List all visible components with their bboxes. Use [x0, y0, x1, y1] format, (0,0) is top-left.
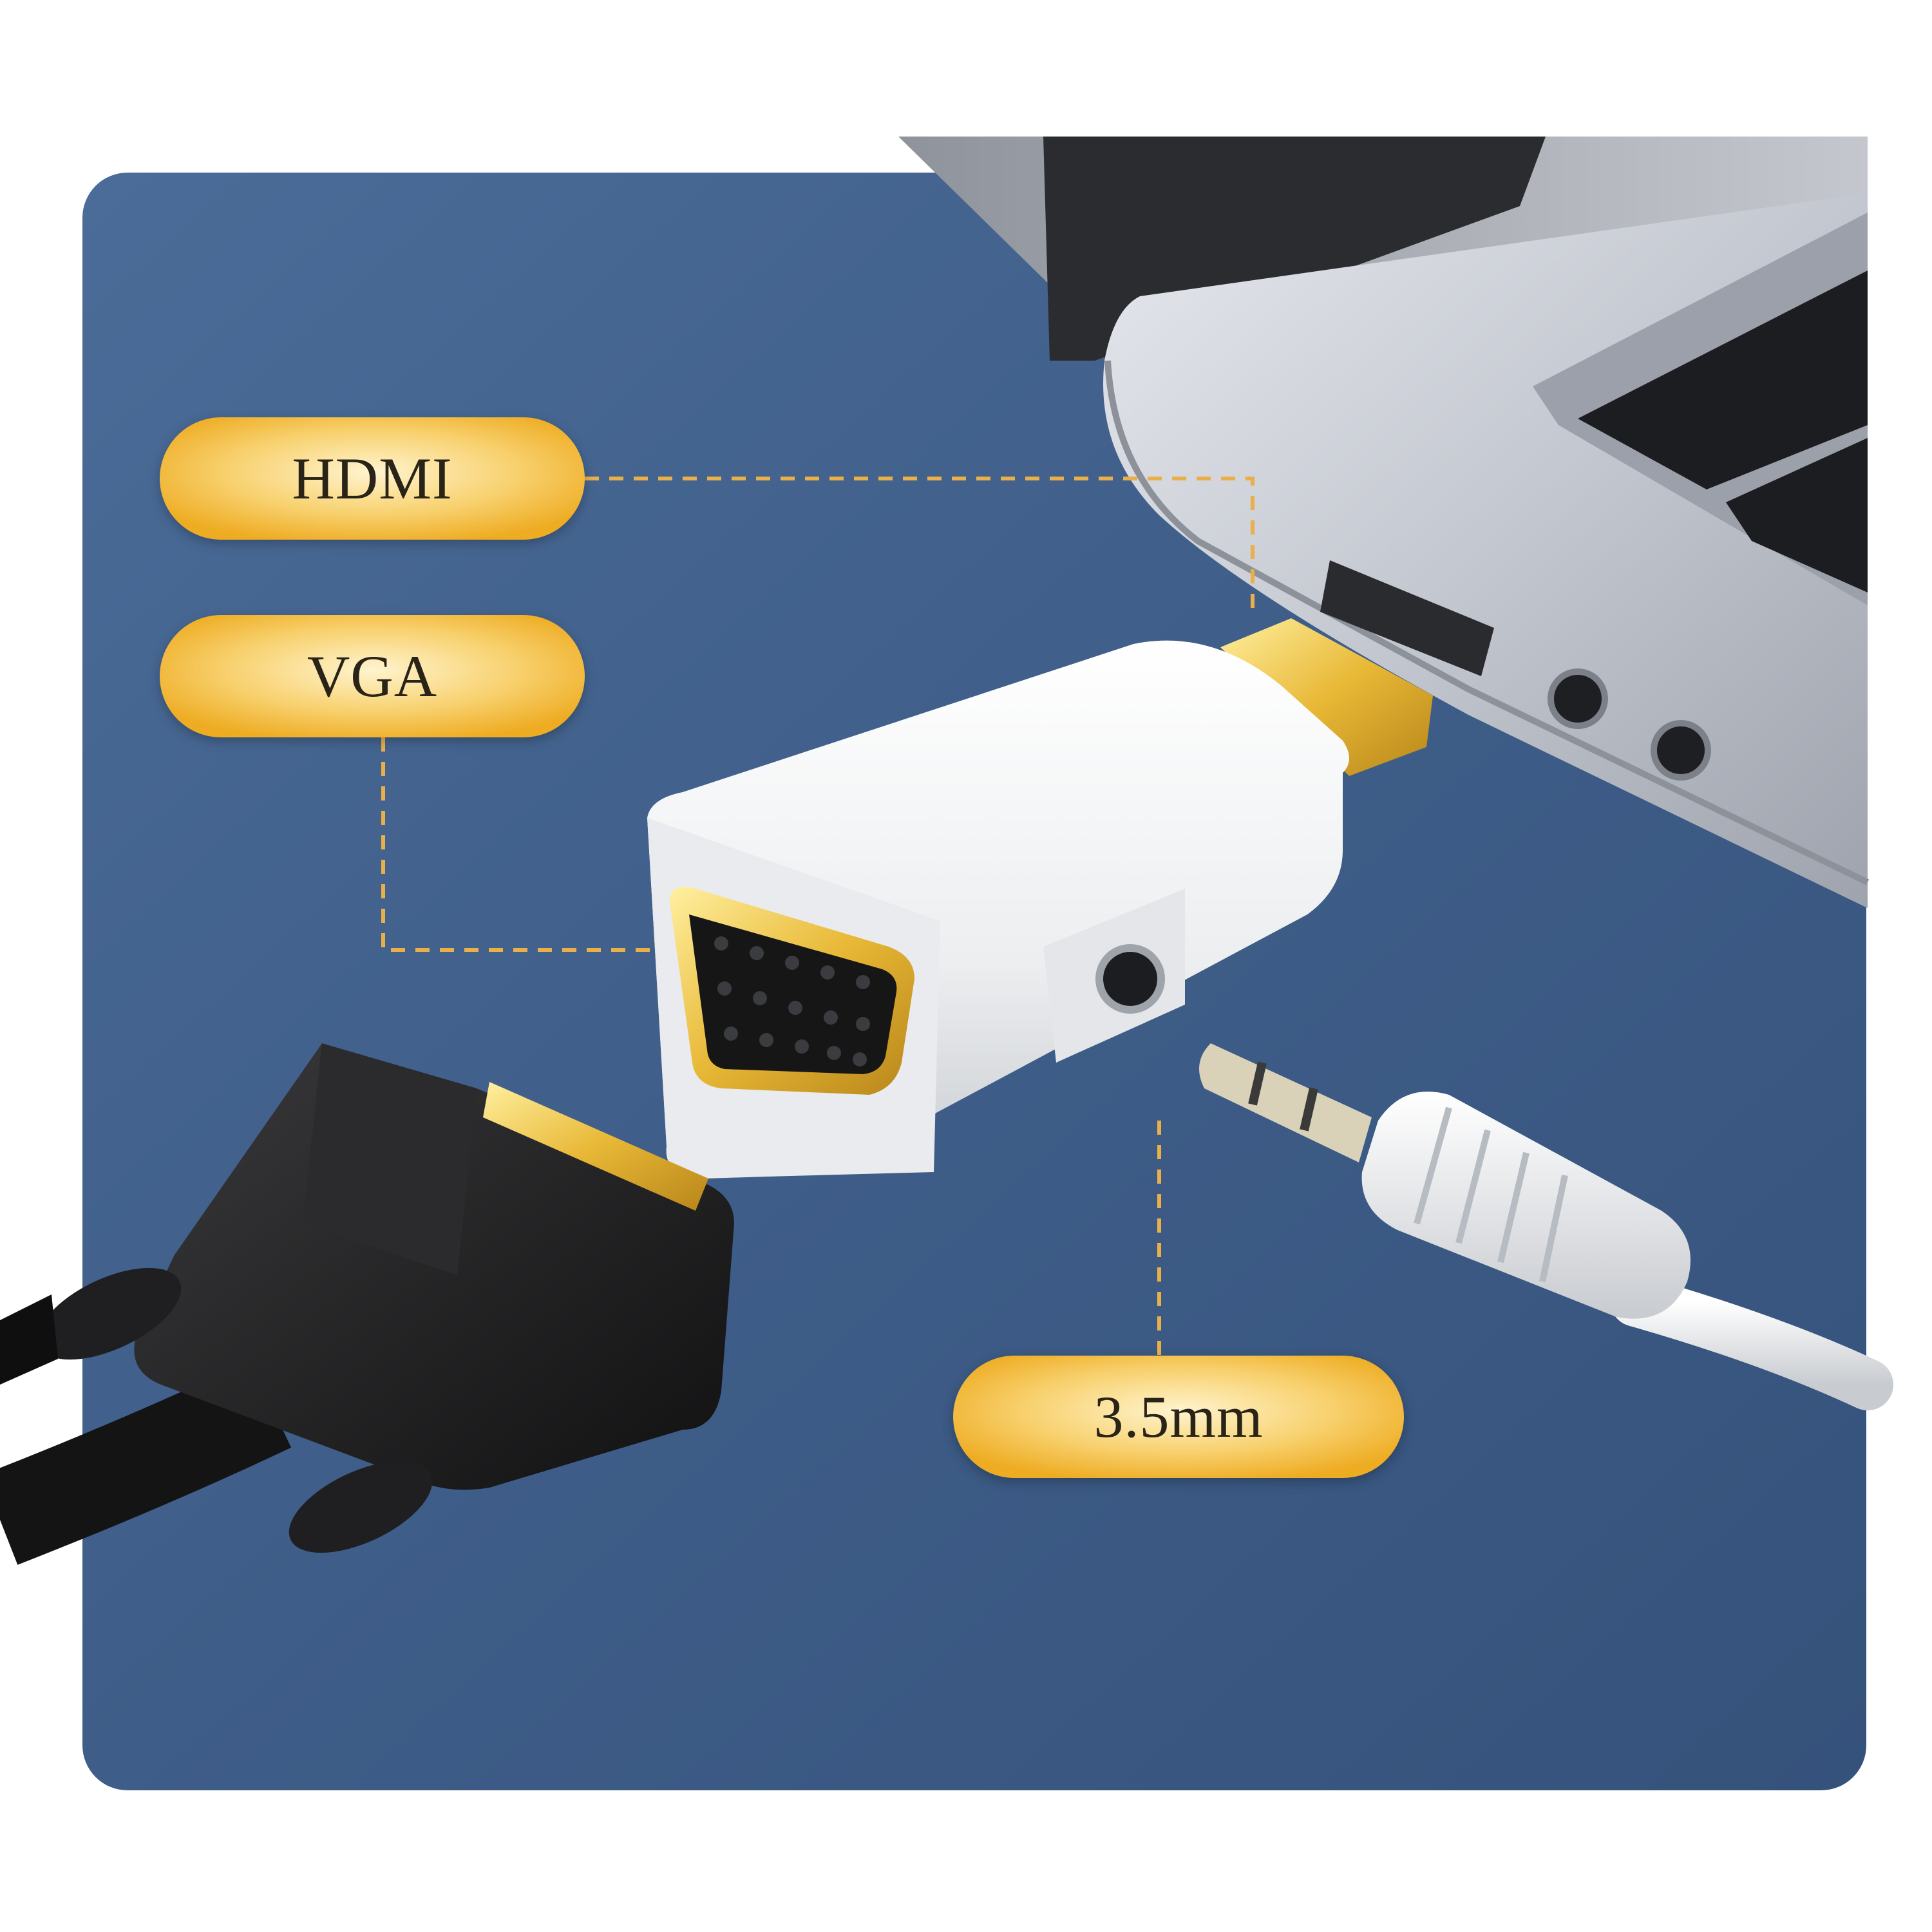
laptop-hdmi-port: [1320, 560, 1494, 676]
keyboard-key: [1726, 438, 1868, 592]
hdmi-label: HDMI: [160, 417, 585, 540]
vga-cable: [0, 1043, 734, 1565]
laptop-audio-port: [1651, 720, 1711, 781]
vga-plug-pins: [483, 1082, 708, 1211]
vga-label: VGA: [160, 615, 585, 737]
audio-plug-body: [1361, 1092, 1690, 1319]
hdmi-vga-adapter: [647, 618, 1433, 1179]
hdmi-callout-line: [585, 477, 1255, 618]
laptop: [898, 137, 1870, 908]
vga-callout-line: [381, 737, 654, 952]
laptop-audio-port: [1548, 668, 1608, 729]
hdmi-plug: [1220, 618, 1433, 776]
audio-plug-tip: [1199, 1043, 1372, 1162]
audio-jack-cable: [1199, 1043, 1893, 1410]
thumbscrew: [37, 1267, 182, 1360]
audio-3-5mm-label: 3.5mm: [953, 1356, 1404, 1478]
adapter-audio-port: [1095, 944, 1165, 1014]
audio-cable: [1610, 1275, 1893, 1410]
thumbscrew: [289, 1461, 433, 1553]
vga-cable-wire: [0, 1360, 292, 1565]
keyboard-key: [1578, 270, 1868, 489]
callout-lines: [381, 477, 1255, 1356]
